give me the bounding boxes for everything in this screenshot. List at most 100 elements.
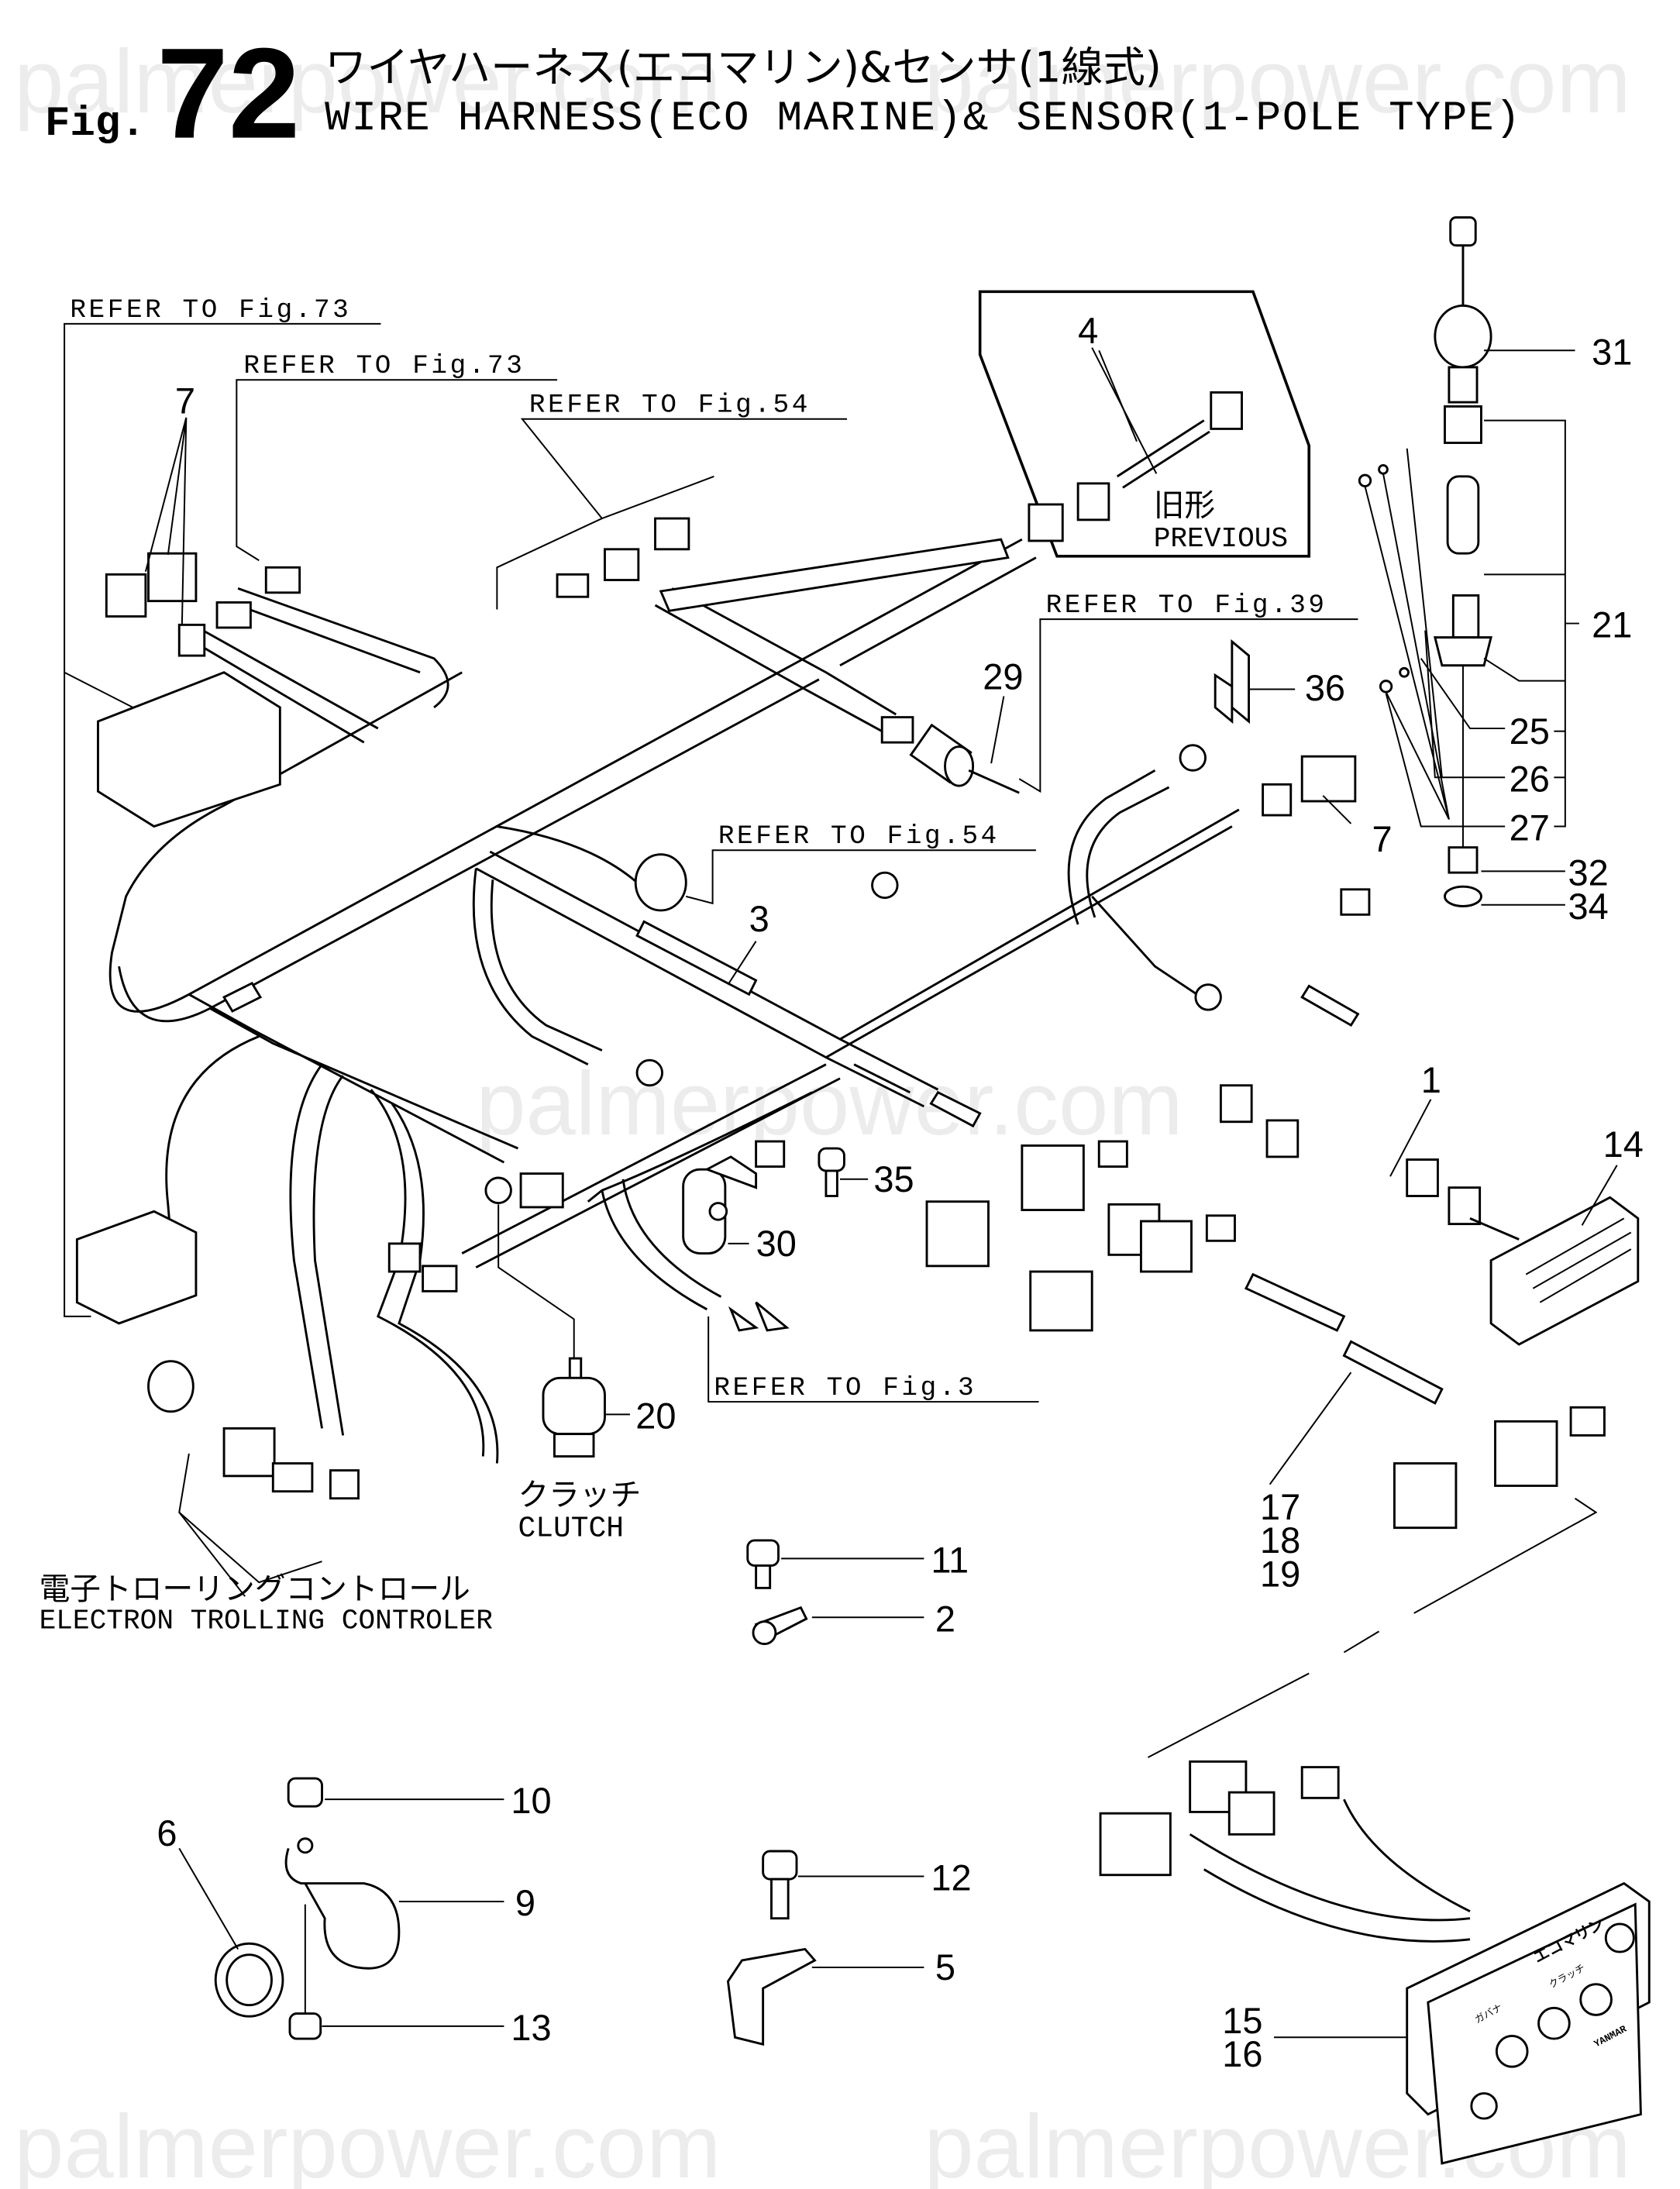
reference-leader [64, 671, 134, 708]
callout-leaders [144, 347, 1618, 2039]
sensor-30 [682, 1147, 845, 1332]
screw-icon [1358, 473, 1372, 487]
connector-icon [1097, 1140, 1128, 1168]
reference-label: REFER TO Fig.73 [243, 351, 525, 381]
previous-version-box: 旧形 PREVIOUS [978, 290, 1311, 558]
connector-icon [1076, 482, 1110, 521]
main-harness [108, 538, 1240, 1464]
loose-parts [214, 1539, 817, 2046]
callout-36: 36 [1305, 667, 1345, 708]
title-english: WIRE HARNESS(ECO MARINE)& SENSOR(1-POLE … [325, 95, 1522, 143]
connector-icon [604, 548, 640, 581]
knob-icon [1579, 1983, 1613, 2016]
clutch-switch-20 [497, 1204, 606, 1458]
reference-label: REFER TO Fig.73 [70, 295, 351, 325]
multi-pin-connector [75, 1210, 198, 1325]
knob-icon [1537, 2006, 1571, 2040]
multi-pin-connector [1021, 1144, 1085, 1211]
connector-icon [1139, 1220, 1193, 1273]
grommet-icon [147, 1360, 195, 1413]
controller-module-14 [1469, 1196, 1640, 1346]
callout-16: 16 [1222, 2033, 1262, 2074]
connectors [75, 503, 1606, 1530]
callout-4: 4 [1078, 310, 1098, 351]
reference-leader [1018, 618, 1358, 793]
key-switch-icon [1604, 1922, 1635, 1953]
reference-leader [236, 379, 558, 562]
connector-icon [880, 716, 914, 744]
grommet-icon [634, 853, 687, 912]
callout-7b: 7 [1372, 818, 1393, 859]
callout-3: 3 [749, 898, 769, 939]
reference-labels: REFER TO Fig.73 REFER TO Fig.73 REFER TO… [64, 295, 1358, 1403]
connector-icon [1028, 503, 1064, 542]
connector-icon [1029, 1270, 1093, 1332]
callout-19: 19 [1260, 1554, 1300, 1595]
ring-terminals [484, 744, 1222, 1204]
connector-icon [1099, 1812, 1172, 1877]
callout-31: 31 [1592, 331, 1632, 372]
callout-17: 17 [1260, 1486, 1300, 1527]
controller-label-jp: 電子トローリングコントロール [40, 1571, 470, 1607]
connector-bracket [97, 671, 281, 828]
ring-terminal-icon [871, 871, 899, 900]
connector-icon [1340, 888, 1371, 916]
reference-label: REFER TO Fig.39 [1046, 590, 1327, 621]
bolt-12 [762, 1850, 798, 1881]
connector-icon [519, 1172, 564, 1209]
callout-27: 27 [1510, 807, 1550, 848]
callout-20: 20 [635, 1395, 676, 1436]
toggle-switch-icon [1470, 2092, 1498, 2120]
title-japanese: ワイヤハーネス(エコマリン)&センサ(1線式) [325, 43, 1162, 91]
control-panel-15-16: エコマリン ガバナ クラッチ YANMAR [1099, 1497, 1651, 2165]
connector-icon [654, 517, 690, 551]
callout-18: 18 [1260, 1520, 1300, 1561]
reference-label: REFER TO Fig.3 [714, 1373, 976, 1403]
callout-21: 21 [1592, 604, 1632, 645]
reference-leader [707, 1316, 1039, 1403]
bracket-36 [1214, 638, 1250, 725]
callout-1: 1 [1421, 1059, 1441, 1100]
ring-terminal-icon [484, 1176, 512, 1204]
callout-32: 32 [1568, 852, 1608, 893]
callout-10: 10 [511, 1780, 551, 1821]
clamp-9 [284, 1847, 401, 1970]
ring-terminal-icon [1194, 983, 1222, 1011]
reference-leader [64, 322, 381, 1317]
connector-icon [1210, 391, 1243, 430]
clutch-label-en: CLUTCH [518, 1513, 624, 1546]
bolt-11 [746, 1539, 780, 1567]
reference-leader [496, 475, 714, 610]
previous-label-en: PREVIOUS [1154, 523, 1288, 555]
connector-icon [1265, 1119, 1300, 1158]
connector-icon [422, 1265, 458, 1292]
callout-2: 2 [935, 1598, 955, 1639]
connector-icon [1219, 1084, 1253, 1124]
figure-header: Fig. 72 ワイヤハーネス(エコマリン)&センサ(1線式) WIRE HAR… [45, 22, 1522, 166]
connector-icon [1189, 1760, 1248, 1813]
reference-label: REFER TO Fig.54 [718, 821, 1000, 852]
watermark-group: palmerpower.com palmerpower.com palmerpo… [14, 31, 1631, 2189]
watermark: palmerpower.com [924, 31, 1630, 132]
harness-sleeves [222, 538, 1444, 1405]
watermark: palmerpower.com [14, 2096, 721, 2189]
connector-icon [215, 601, 252, 629]
screw-icon [1379, 680, 1393, 694]
bolt-10 [287, 1777, 323, 1808]
arrow-terminal-icon [728, 1301, 790, 1332]
reference-label: REFER TO Fig.54 [529, 391, 811, 421]
callout-15: 15 [1222, 2000, 1262, 2041]
connector-icon [1569, 1406, 1606, 1437]
fig-prefix: Fig. [45, 101, 146, 148]
callout-12: 12 [931, 1857, 971, 1898]
clutch-label-jp: クラッチ [518, 1478, 641, 1513]
knob-icon [1495, 2035, 1529, 2068]
sensor-29 [909, 723, 1020, 794]
notes: クラッチ CLUTCH 電子トローリングコントロール ELECTRON TROL… [40, 1478, 642, 1637]
callout-5: 5 [935, 1946, 955, 1988]
ring-terminal-icon [635, 1058, 663, 1087]
connector-icon [329, 1469, 360, 1500]
connector-icon [755, 1140, 786, 1168]
sender-31 [1358, 216, 1492, 907]
bolt-35 [818, 1147, 845, 1172]
